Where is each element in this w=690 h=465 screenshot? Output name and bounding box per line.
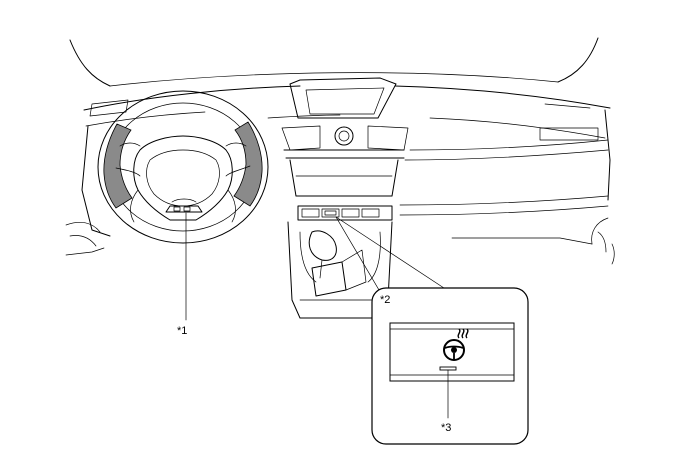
detail-box: *2 *3 xyxy=(371,287,529,445)
callout-label-2: *2 xyxy=(380,294,390,306)
center-display xyxy=(289,77,397,119)
center-console xyxy=(281,125,409,319)
heated-grip-right xyxy=(233,121,263,207)
zoom-guide-lines xyxy=(335,216,448,291)
callout-label-1: *1 xyxy=(177,325,187,337)
windshield-outline xyxy=(69,37,599,87)
steering-wheel xyxy=(97,90,269,244)
dashboard-body xyxy=(65,85,615,265)
indicator-light xyxy=(439,366,457,371)
heated-steering-wheel-icon xyxy=(443,328,469,361)
steering-column-switch xyxy=(165,205,203,213)
heated-grip-left xyxy=(103,123,133,209)
callout-label-3: *3 xyxy=(441,422,451,434)
